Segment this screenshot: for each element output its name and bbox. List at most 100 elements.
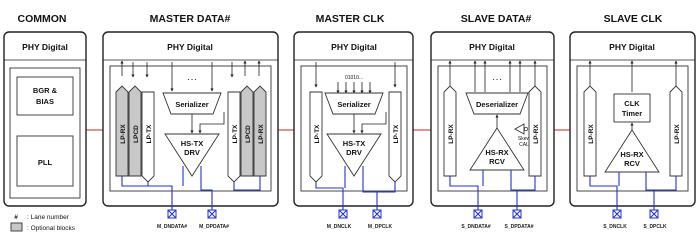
rcv-label: RCV	[489, 157, 505, 166]
bus-n	[121, 176, 173, 218]
pad-n-x	[167, 209, 177, 219]
rcv-label: RCV	[624, 159, 640, 168]
bus-n	[315, 182, 344, 218]
lp-tx-label: LP-TX	[393, 124, 400, 143]
pin-label-m-dpdata: M_DPDATA#	[199, 224, 229, 230]
bus-p-right	[654, 176, 677, 191]
serializer-block	[324, 92, 384, 115]
bgr-label: BGR &	[33, 86, 58, 95]
pin-label-s-dpclk: S_DPCLK	[643, 224, 667, 230]
hs-tx-label: HS-TX	[343, 139, 366, 148]
header-slave-clk: SLAVE CLK	[604, 13, 663, 25]
lp-tx-block	[141, 91, 155, 183]
timer-label: Timer	[622, 109, 642, 118]
lp-tx-block	[388, 91, 402, 183]
pad-p-x	[207, 209, 217, 219]
pad-n-x	[338, 209, 348, 219]
legend-hash-symbol: #	[14, 214, 18, 221]
pad-p-x	[372, 209, 382, 219]
skew-cal-bubble	[524, 127, 528, 131]
legend: # : Lane number : Optional blocks	[10, 214, 76, 232]
legend-lane-number: : Lane number	[27, 214, 70, 221]
lp-tx-label: LP-TX	[146, 124, 153, 143]
lp-tx-block	[309, 91, 323, 183]
lp-tx-label: LP-TX	[314, 124, 321, 143]
skew-cal-buffer	[514, 123, 525, 135]
lpcd-block	[240, 85, 254, 177]
bus-p	[645, 172, 655, 218]
pad-p-x	[512, 209, 522, 219]
header-slave-data: SLAVE DATA#	[461, 13, 532, 25]
lp-rx-label: LP-RX	[588, 124, 595, 144]
master-clk-block: PHY Digital 01010... LP-TX Serializer HS…	[293, 31, 414, 230]
lp-rx-label: LP-RX	[258, 124, 265, 144]
lp-rx-block	[253, 85, 267, 177]
hs-tx-driver	[164, 133, 220, 177]
bus-p-right	[377, 182, 396, 193]
serializer-block	[162, 92, 222, 115]
hs-rx-receiver	[469, 127, 525, 171]
parallel-bus-dots: . . .	[492, 75, 501, 82]
common-block: PHY Digital BGR & BIAS PLL	[3, 31, 87, 207]
slave-clk-block: PHY Digital LP-RX CLK Timer HS-RX RCV LP…	[569, 31, 696, 230]
hs-rx-label: HS-RX	[485, 148, 508, 157]
pll-block	[16, 135, 74, 187]
bus-n	[589, 176, 618, 218]
bus-n	[449, 176, 479, 218]
clock-pattern-label: 01010...	[345, 75, 363, 81]
legend-optional-blocks: : Optional blocks	[27, 225, 76, 232]
lpcd-block	[128, 85, 142, 177]
lp-rx-block	[443, 85, 457, 177]
pin-label-m-dnclk: M_DNCLK	[327, 224, 352, 230]
legend-optional-swatch	[10, 222, 23, 232]
pin-label-s-dnclk: S_DNCLK	[603, 224, 627, 230]
hs-rx-label: HS-RX	[620, 150, 643, 159]
serializer-label: Serializer	[337, 100, 370, 109]
pad-n-x	[612, 209, 622, 219]
pin-label-s-dndata: S_DNDATA#	[461, 224, 490, 230]
header-master-clk: MASTER CLK	[316, 13, 385, 25]
deserializer-block	[465, 92, 529, 115]
pad-p-x	[649, 209, 659, 219]
cal-label: CAL	[519, 142, 529, 148]
pad-n-x	[473, 209, 483, 219]
lp-tx-label: LP-TX	[232, 124, 239, 143]
phy-digital-label: PHY Digital	[331, 42, 377, 52]
slave-data-block: PHY Digital . . . LP-RX Deserializer HS-…	[430, 31, 555, 230]
lp-rx-label: LP-RX	[674, 124, 681, 144]
lpcd-label: LPCD	[245, 125, 252, 143]
bus-p-right	[233, 176, 261, 191]
hs-tx-driver	[326, 133, 382, 177]
bgr-bias-block	[16, 76, 74, 116]
hs-tx-label: HS-TX	[181, 139, 204, 148]
header-master-data: MASTER DATA#	[150, 13, 231, 25]
bus-p	[200, 166, 213, 218]
lp-rx-label: LP-RX	[120, 124, 127, 144]
lp-tx-block	[227, 91, 241, 183]
pll-clock-arrow	[360, 112, 387, 134]
clk-label: CLK	[624, 99, 640, 108]
clk-timer-block	[613, 93, 651, 123]
serializer-label: Serializer	[175, 100, 208, 109]
deserializer-label: Deserializer	[476, 100, 518, 109]
pin-label-s-dpdata: S_DPDATA#	[505, 224, 534, 230]
pin-label-m-dpclk: M_DPCLK	[368, 224, 393, 230]
lp-rx-block	[583, 85, 597, 177]
parallel-bus-dots: . . .	[187, 75, 196, 82]
phy-digital-label: PHY Digital	[609, 42, 655, 52]
lp-rx-label: LP-RX	[448, 124, 455, 144]
header-common: COMMON	[18, 13, 67, 25]
pin-label-m-dndata: M_DNDATA#	[157, 224, 187, 230]
drv-label: DRV	[184, 148, 200, 157]
bus-p-right	[517, 176, 536, 191]
bias-label: BIAS	[36, 97, 54, 106]
phy-digital-label: PHY Digital	[469, 42, 515, 52]
pll-clock-arrow	[198, 112, 225, 134]
lp-rx-block	[528, 85, 542, 177]
lpcd-label: LPCD	[133, 125, 140, 143]
lp-rx-label: LP-RX	[533, 124, 540, 144]
bus-p	[510, 170, 518, 218]
hs-rx-receiver	[604, 129, 660, 173]
bus-p	[362, 166, 378, 218]
